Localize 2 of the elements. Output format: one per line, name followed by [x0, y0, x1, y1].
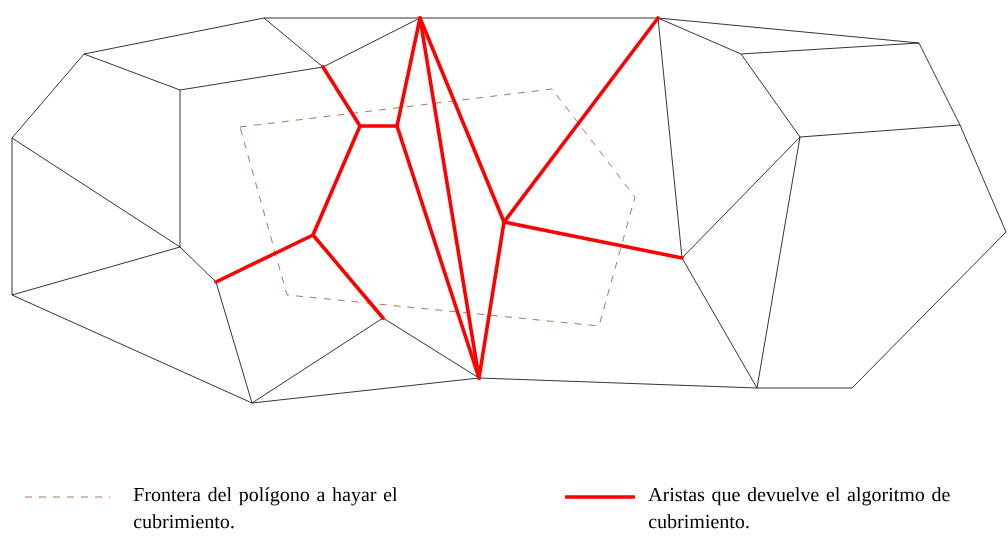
- legend-text: Aristas que devuelve el algoritmo de cubrimiento.: [648, 487, 950, 529]
- legend-text: Frontera del polígono a hayar el cubrimiento.: [133, 487, 398, 529]
